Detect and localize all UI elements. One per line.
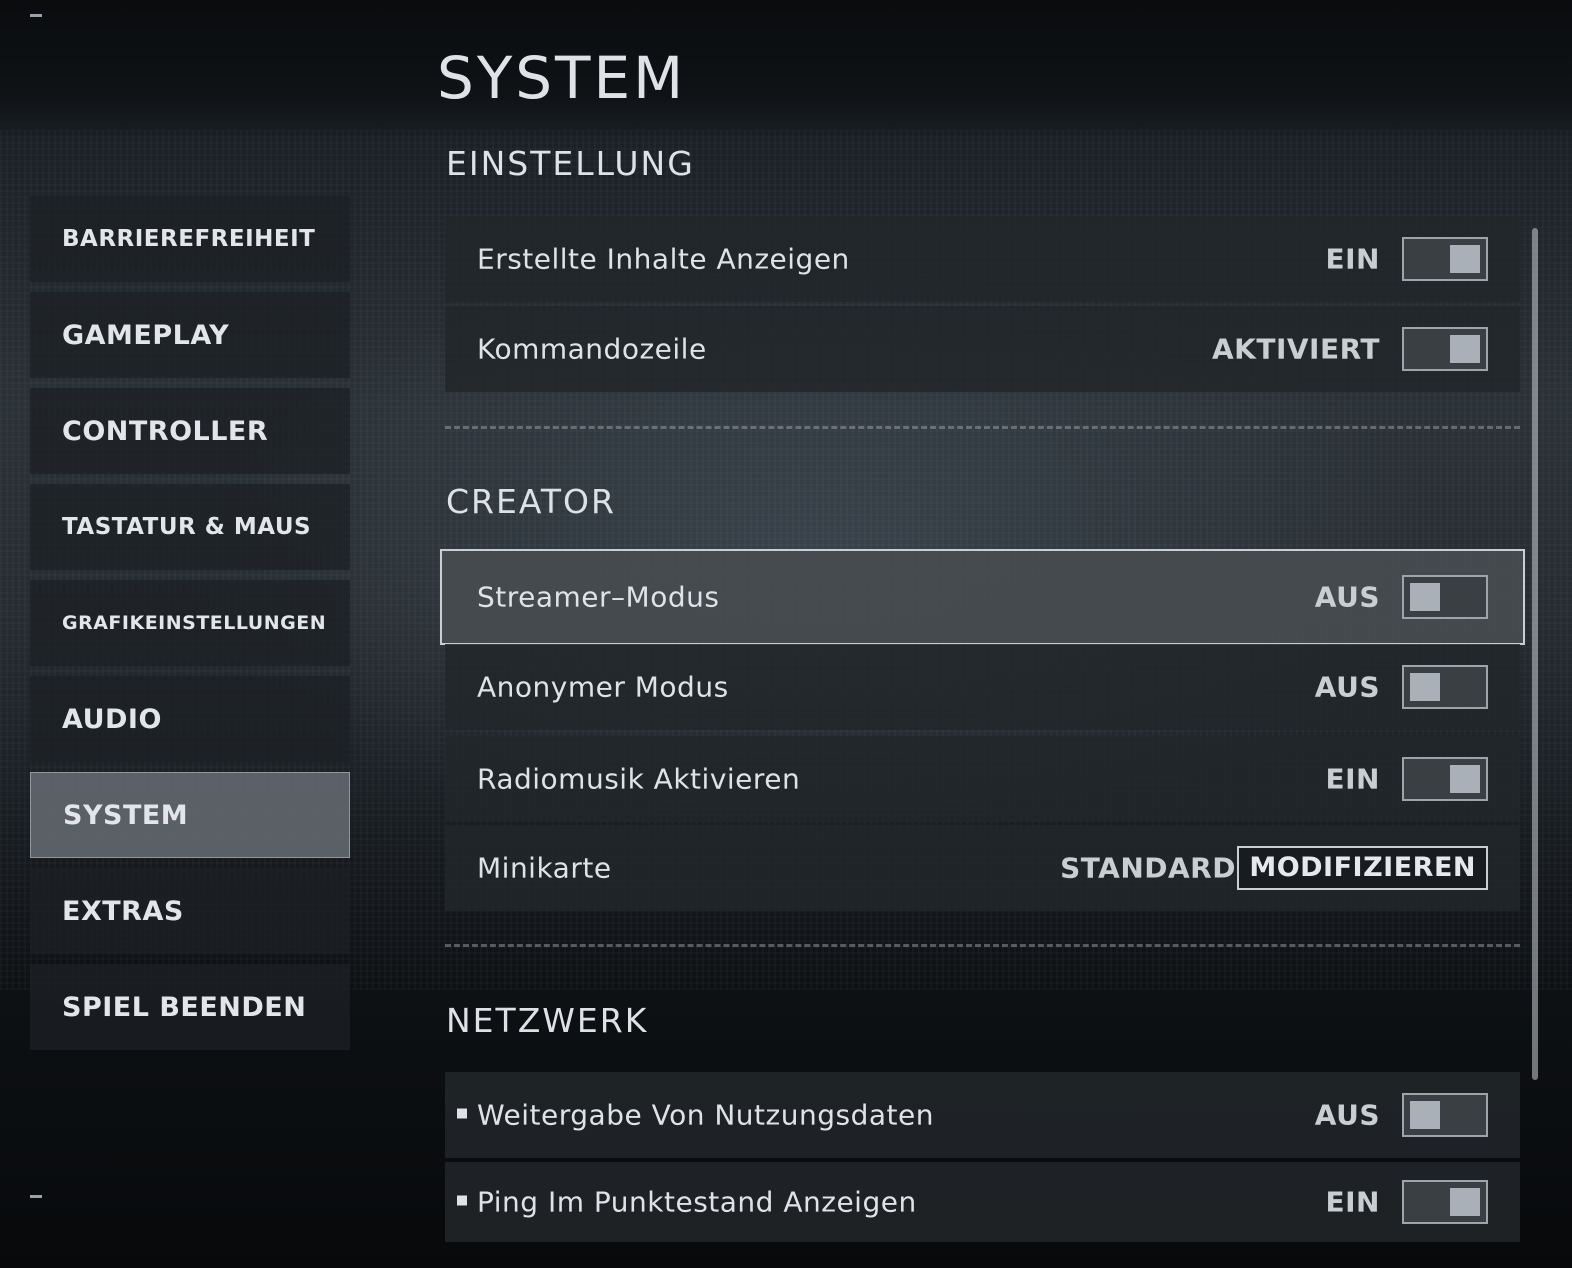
setting-row-streamer-modus[interactable]: Streamer–Modus AUS — [440, 549, 1525, 645]
sidebar-item-label: BARRIEREFREIHEIT — [62, 226, 316, 252]
sidebar-item-grafikeinstellungen[interactable]: GRAFIKEINSTELLUNGEN — [30, 580, 350, 666]
setting-row-ping[interactable]: Ping Im Punktestand Anzeigen EIN — [445, 1162, 1520, 1242]
bullet-icon — [457, 1108, 467, 1119]
content-scrollbar[interactable] — [1532, 228, 1538, 1080]
sidebar-item-label: CONTROLLER — [62, 415, 269, 447]
bullet-icon — [457, 1195, 467, 1206]
section-header-netzwerk: NETZWERK — [446, 1001, 649, 1040]
sidebar-item-label: GRAFIKEINSTELLUNGEN — [62, 612, 327, 634]
sidebar-item-controller[interactable]: CONTROLLER — [30, 388, 350, 474]
toggle-knob — [1450, 765, 1480, 793]
setting-row-radiomusik[interactable]: Radiomusik Aktivieren EIN — [445, 736, 1520, 822]
toggle-knob — [1410, 1101, 1440, 1129]
setting-row-nutzungsdaten[interactable]: Weitergabe Von Nutzungsdaten AUS — [445, 1072, 1520, 1158]
toggle-knob — [1450, 1188, 1480, 1216]
setting-label: Ping Im Punktestand Anzeigen — [477, 1185, 917, 1219]
sidebar-item-label: TASTATUR & MAUS — [62, 514, 312, 540]
settings-sidebar: BARRIEREFREIHEIT GAMEPLAY CONTROLLER TAS… — [30, 196, 350, 1060]
toggle-switch[interactable] — [1402, 237, 1488, 281]
setting-value: EIN — [1325, 242, 1380, 276]
toggle-switch[interactable] — [1402, 327, 1488, 371]
sidebar-item-label: SPIEL BEENDEN — [62, 991, 307, 1023]
toggle-switch[interactable] — [1402, 1093, 1488, 1137]
sidebar-item-label: SYSTEM — [63, 799, 189, 831]
toggle-switch[interactable] — [1402, 1180, 1488, 1224]
toggle-knob — [1410, 583, 1440, 611]
setting-label: Weitergabe Von Nutzungsdaten — [477, 1098, 934, 1132]
setting-label-wrap: Ping Im Punktestand Anzeigen — [457, 1186, 917, 1219]
sidebar-item-audio[interactable]: AUDIO — [30, 676, 350, 762]
setting-label: Radiomusik Aktivieren — [477, 762, 801, 796]
setting-value: AUS — [1314, 580, 1380, 614]
page-title: SYSTEM — [437, 44, 687, 112]
modify-button[interactable]: MODIFIZIEREN — [1237, 846, 1488, 890]
setting-value: STANDARD — [1060, 851, 1236, 885]
sidebar-item-gameplay[interactable]: GAMEPLAY — [30, 292, 350, 378]
setting-value: AUS — [1314, 1098, 1380, 1132]
toggle-knob — [1450, 335, 1480, 363]
setting-label: Minikarte — [477, 851, 612, 885]
sidebar-item-barrierefreiheit[interactable]: BARRIEREFREIHEIT — [30, 196, 350, 282]
setting-row-anonymer-modus[interactable]: Anonymer Modus AUS — [445, 644, 1520, 730]
setting-label: Kommandozeile — [477, 332, 707, 366]
setting-label: Streamer–Modus — [477, 580, 720, 614]
sidebar-item-label: AUDIO — [62, 703, 162, 735]
sidebar-item-tastatur-maus[interactable]: TASTATUR & MAUS — [30, 484, 350, 570]
corner-marker-top — [30, 14, 42, 17]
sidebar-item-extras[interactable]: EXTRAS — [30, 868, 350, 954]
section-divider — [445, 944, 1520, 947]
section-divider — [445, 426, 1520, 429]
setting-value: AKTIVIERT — [1211, 332, 1380, 366]
sidebar-item-label: EXTRAS — [62, 895, 184, 927]
setting-value: EIN — [1325, 1185, 1380, 1219]
setting-label-wrap: Weitergabe Von Nutzungsdaten — [457, 1099, 934, 1132]
toggle-switch[interactable] — [1402, 665, 1488, 709]
toggle-switch[interactable] — [1402, 575, 1488, 619]
toggle-knob — [1450, 245, 1480, 273]
setting-row-minikarte[interactable]: Minikarte STANDARD MODIFIZIEREN — [445, 825, 1520, 911]
toggle-knob — [1410, 673, 1440, 701]
sidebar-item-system[interactable]: SYSTEM — [30, 772, 350, 858]
sidebar-item-label: GAMEPLAY — [62, 319, 230, 351]
setting-label: Erstellte Inhalte Anzeigen — [477, 242, 850, 276]
section-header-creator: CREATOR — [446, 482, 616, 521]
toggle-switch[interactable] — [1402, 757, 1488, 801]
setting-row-erstellte-inhalte[interactable]: Erstellte Inhalte Anzeigen EIN — [445, 216, 1520, 302]
setting-row-kommandozeile[interactable]: Kommandozeile AKTIVIERT — [445, 306, 1520, 392]
section-header-einstellung: EINSTELLUNG — [446, 144, 695, 183]
setting-label: Anonymer Modus — [477, 670, 729, 704]
sidebar-item-spiel-beenden[interactable]: SPIEL BEENDEN — [30, 964, 350, 1050]
corner-marker-bottom — [30, 1195, 42, 1198]
setting-value: EIN — [1325, 762, 1380, 796]
setting-value: AUS — [1314, 670, 1380, 704]
